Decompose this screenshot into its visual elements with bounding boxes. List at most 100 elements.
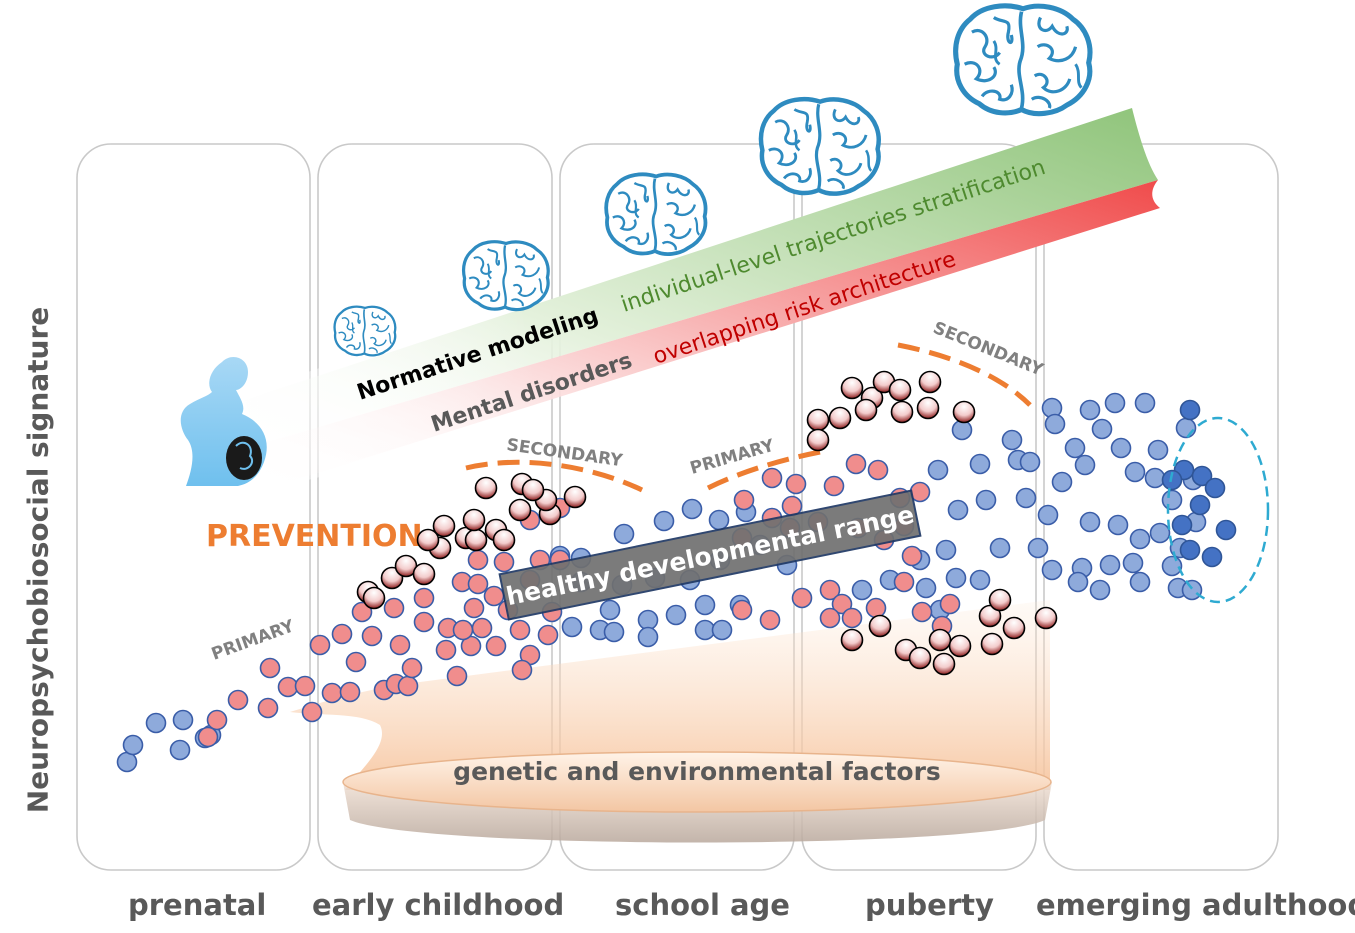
disorder-dot (978, 604, 1002, 628)
at-risk-dot (452, 619, 474, 641)
healthy-dot (169, 739, 191, 761)
at-risk-dot (785, 473, 807, 495)
healthy-dot (561, 616, 583, 638)
at-risk-dot (413, 587, 435, 609)
healthy-dot (1051, 471, 1073, 493)
disorder-dot (868, 614, 892, 638)
healthy-dot (1104, 392, 1126, 414)
healthy-dot (637, 626, 659, 648)
at-risk-dot (901, 545, 923, 567)
at-risk-dot (227, 689, 249, 711)
disorder-dot (432, 514, 456, 538)
healthy-dot (1074, 454, 1096, 476)
healthy-dot (599, 599, 621, 621)
at-risk-dot (321, 682, 343, 704)
healthy-dot (1089, 579, 1111, 601)
healthy-dot (1161, 489, 1183, 511)
healthy-dot (947, 499, 969, 521)
healthy-dot (1147, 439, 1169, 461)
at-risk-dot (460, 635, 482, 657)
at-risk-dot (339, 681, 361, 703)
at-risk-dot (259, 657, 281, 679)
at-risk-dot (446, 665, 468, 687)
disorder-dot (888, 378, 912, 402)
at-risk-dot (939, 593, 961, 615)
healthy-dot (1091, 418, 1113, 440)
at-risk-dot (294, 675, 316, 697)
disorder-dot (806, 428, 830, 452)
adulthood-cluster-ellipse (1166, 416, 1270, 604)
disorder-dot (1002, 616, 1026, 640)
adult-dot (1179, 399, 1201, 421)
at-risk-dot (206, 709, 228, 731)
adult-dot (1215, 519, 1237, 541)
at-risk-dot (383, 597, 405, 619)
at-risk-dot (911, 601, 933, 623)
healthy-dot (1129, 571, 1151, 593)
dot-cloud (116, 370, 1237, 773)
at-risk-dot (731, 599, 753, 621)
healthy-dot (1161, 555, 1183, 577)
at-risk-dot (257, 697, 279, 719)
healthy-dot (637, 609, 659, 631)
disorder-dot (908, 646, 932, 670)
healthy-dot (1124, 461, 1146, 483)
disorder-dot (952, 400, 976, 424)
at-risk-dot (467, 549, 489, 571)
healthy-dot (172, 709, 194, 731)
at-risk-dot (733, 489, 755, 511)
healthy-dot (1064, 437, 1086, 459)
healthy-dot (851, 579, 873, 601)
disorder-dot (474, 476, 498, 500)
at-risk-dot (893, 571, 915, 593)
healthy-dot (1027, 537, 1049, 559)
healthy-dot (1149, 522, 1171, 544)
secondary-arc-1 (465, 459, 644, 493)
healthy-dot (945, 567, 967, 589)
at-risk-dot (493, 551, 515, 573)
adult-dot (1204, 477, 1226, 499)
healthy-dot (681, 498, 703, 520)
healthy-dot (116, 751, 138, 773)
at-risk-dot (483, 585, 505, 607)
disorder-dot (508, 498, 532, 522)
healthy-dot (1067, 571, 1089, 593)
brain-icon (604, 172, 708, 256)
at-risk-dot (485, 635, 507, 657)
at-risk-dot (309, 634, 331, 656)
healthy-dot (1175, 417, 1197, 439)
healthy-dot (969, 569, 991, 591)
disorder-dot (806, 408, 830, 432)
stage-panel-0 (76, 143, 311, 871)
at-risk-dot (277, 676, 299, 698)
y-axis-label: Neuropsychobiosocial signature (21, 306, 55, 814)
secondary-arc-2 (897, 342, 1032, 407)
at-risk-dot (467, 573, 489, 595)
adult-dot (1201, 546, 1223, 568)
healthy-dot (915, 577, 937, 599)
healthy-dot (653, 510, 675, 532)
disorder-dot (563, 485, 587, 509)
disorder-dot (362, 586, 386, 610)
adult-dot (1191, 465, 1213, 487)
healthy-dot (1044, 413, 1066, 435)
brain-icon (333, 305, 397, 357)
primary-arc-2 (706, 449, 821, 491)
at-risk-dot (197, 726, 219, 748)
disorder-dot (928, 628, 952, 652)
disorder-dot (1034, 606, 1058, 630)
pregnant-woman-icon (180, 357, 267, 486)
brain-icon (956, 6, 1090, 114)
healthy-dot (969, 453, 991, 475)
at-risk-dot (397, 675, 419, 697)
disorder-dot (980, 632, 1004, 656)
at-risk-dot (301, 701, 323, 723)
stage-label-prenatal: prenatal (128, 888, 267, 922)
healthy-dot (694, 594, 716, 616)
stage-panel-4 (1043, 143, 1279, 871)
adult-dot (1179, 539, 1201, 561)
at-risk-dot (841, 607, 863, 629)
brain-icon (461, 240, 550, 312)
stage-label-early-childhood: early childhood (312, 888, 565, 922)
